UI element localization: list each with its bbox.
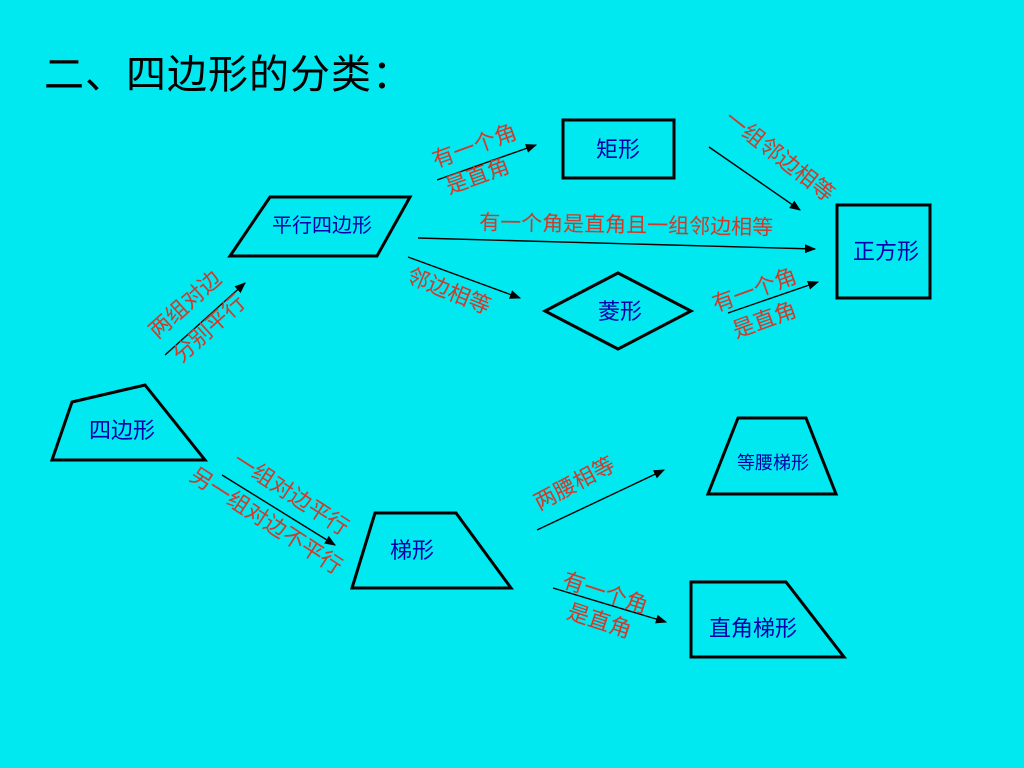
cond-trap-to-iso: 两腰相等: [530, 453, 619, 516]
node-rhombus: 菱形: [541, 271, 695, 351]
trapezoid-shape: [349, 511, 514, 590]
arrow-para-to-rect: [436, 144, 538, 181]
right-trapezoid-label: 直角梯形: [709, 617, 797, 642]
node-trapezoid: 梯形: [349, 511, 514, 590]
right-trapezoid-shape: [689, 580, 848, 659]
parallelogram-label: 平行四边形: [272, 213, 372, 237]
rectangle-shape: [561, 118, 676, 180]
page-title: 二、四边形的分类：: [44, 52, 413, 98]
isosceles-trapezoid-label: 等腰梯形: [737, 453, 809, 474]
quadrilateral-label: 四边形: [89, 419, 155, 444]
node-parallelogram: 平行四边形: [227, 195, 413, 258]
cond-rect-to-square: 一组邻边相等: [719, 106, 838, 207]
node-quadrilateral: 四边形: [49, 383, 209, 462]
square-label: 正方形: [853, 240, 919, 265]
rhombus-shape: [541, 271, 695, 351]
trapezoid-label: 梯形: [390, 539, 434, 564]
node-rectangle: 矩形: [561, 118, 676, 180]
arrow-trap-to-iso: [536, 469, 666, 531]
rhombus-label: 菱形: [598, 300, 642, 325]
arrow-quad-to-para: [164, 282, 246, 356]
parallelogram-shape: [227, 195, 413, 258]
arrow-rhombus-to-square: [727, 281, 820, 314]
arrow-quad-to-trap: [221, 474, 336, 546]
arrow-para-to-rhombus: [407, 256, 522, 299]
quadrilateral-shape: [49, 383, 209, 462]
arrow-rect-to-square: [708, 146, 801, 211]
rectangle-label: 矩形: [596, 138, 640, 163]
isosceles-trapezoid-shape: [705, 416, 839, 496]
arrow-para-to-square: [417, 237, 817, 254]
cond-para-to-square: 有一个角是直角且一组邻边相等: [479, 210, 773, 239]
arrow-trap-to-right: [552, 587, 668, 624]
square-shape: [835, 203, 932, 300]
node-square: 正方形: [835, 203, 932, 300]
node-isosceles-trapezoid: 等腰梯形: [705, 416, 839, 496]
node-right-trapezoid: 直角梯形: [689, 580, 848, 659]
